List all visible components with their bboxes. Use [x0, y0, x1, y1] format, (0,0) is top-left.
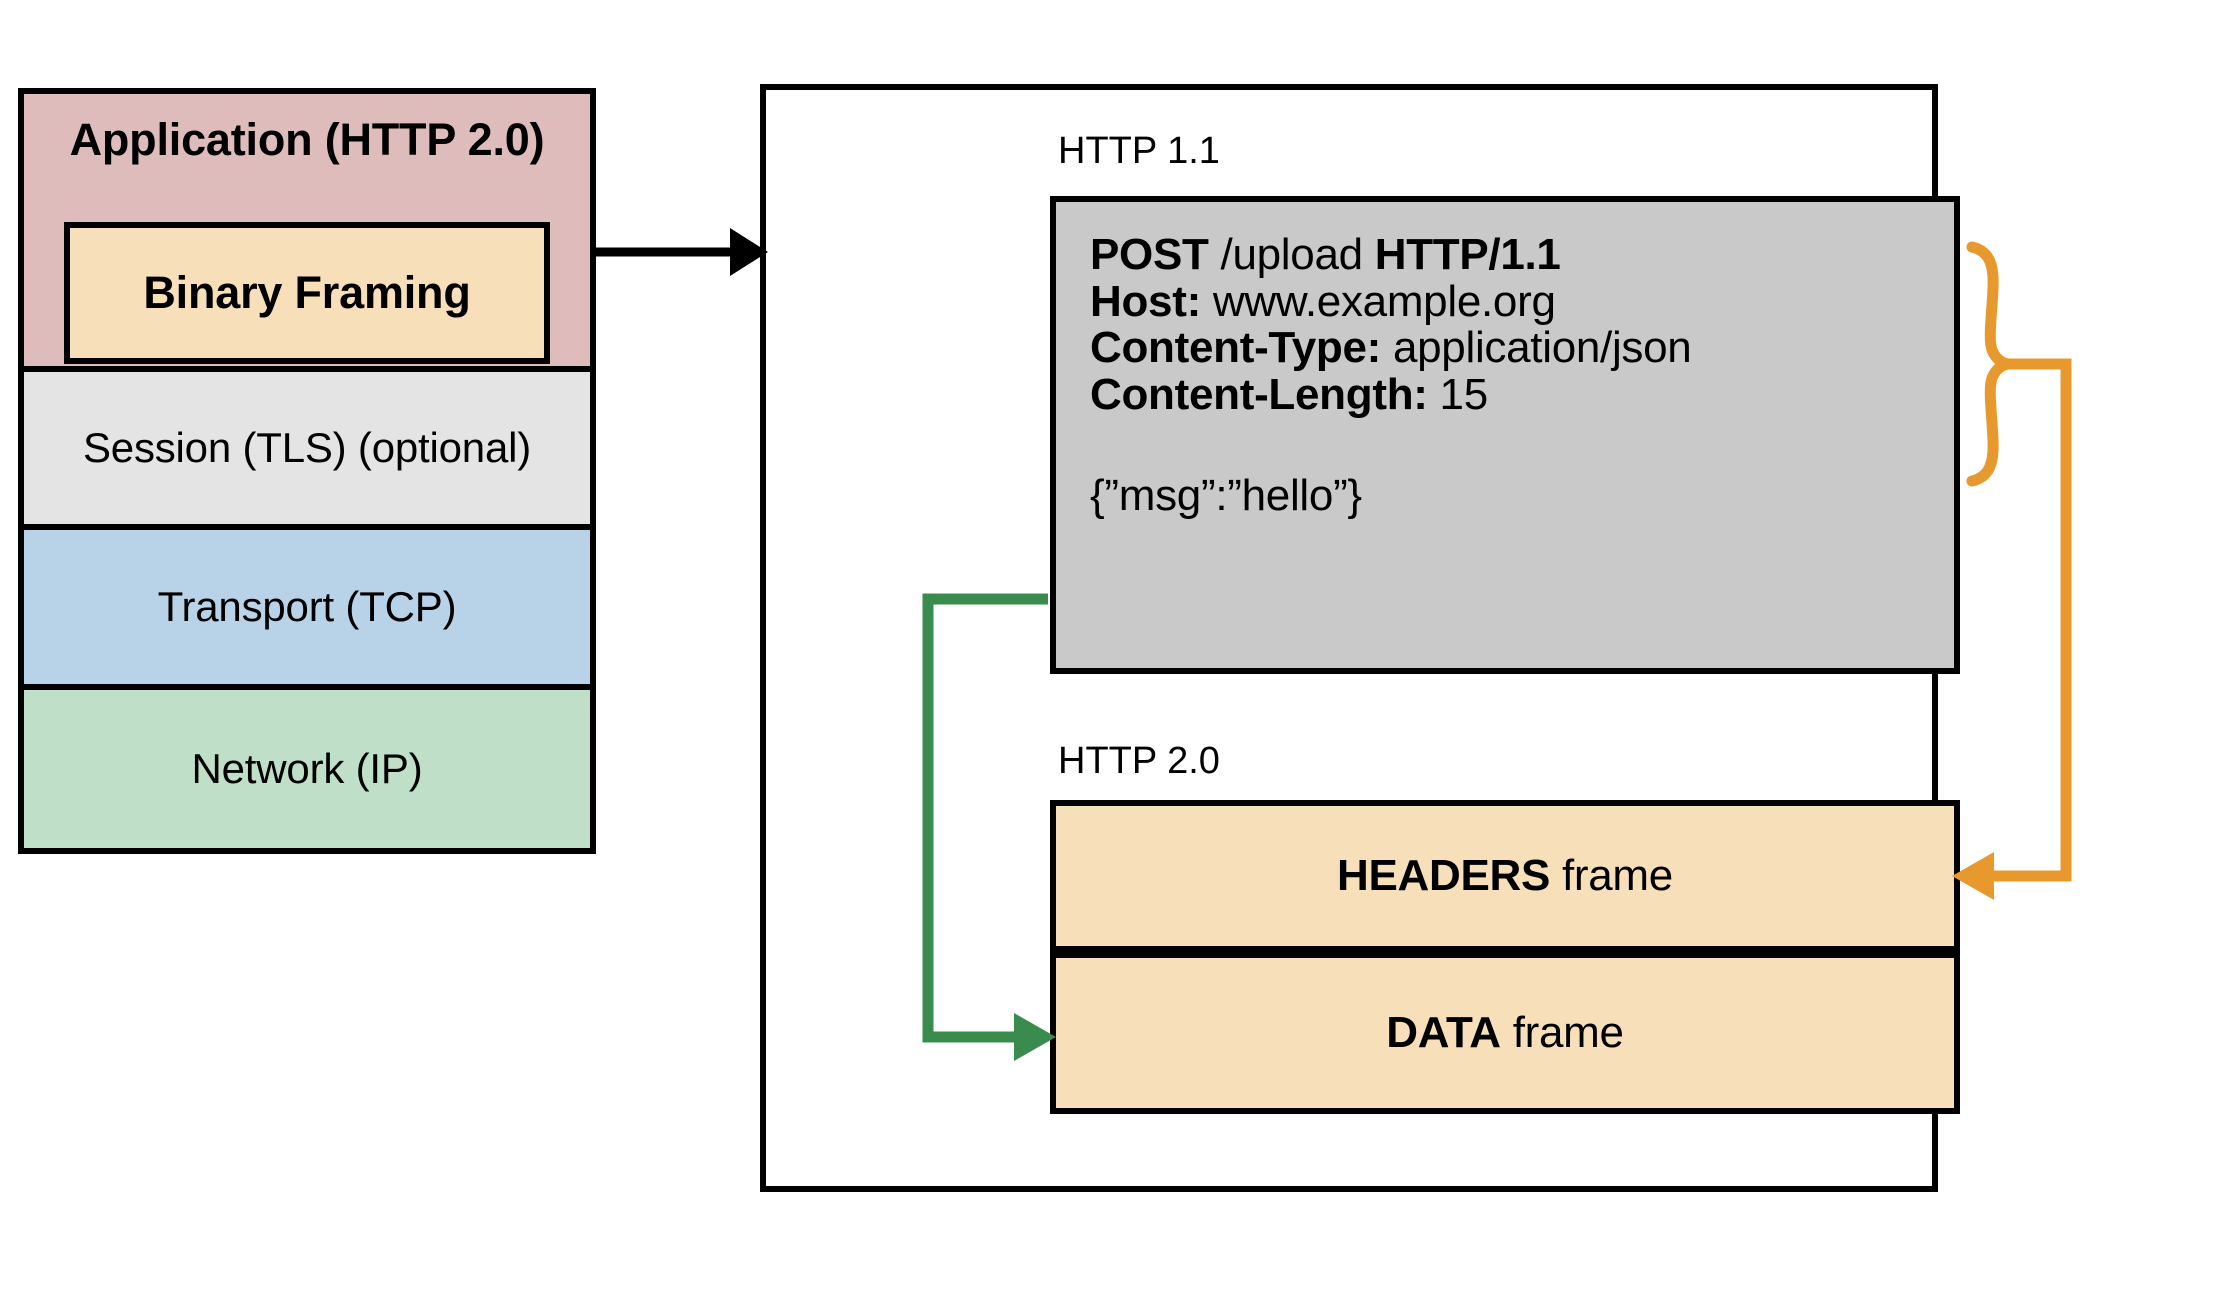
- headers-frame-label-bold: HEADERS: [1337, 851, 1551, 900]
- request-header-host: Host: www.example.org: [1090, 276, 1954, 326]
- stack-layer-network: Network (IP): [18, 684, 596, 854]
- http20-caption: HTTP 2.0: [1058, 740, 1220, 782]
- headers-frame-box: HEADERS frame: [1050, 800, 1960, 952]
- request-body: {”msg”:”hello”}: [1090, 470, 1362, 520]
- binary-framing-box: Binary Framing: [64, 222, 550, 364]
- stack-layer-network-label: Network (IP): [191, 744, 423, 792]
- stack-layer-transport-label: Transport (TCP): [157, 582, 457, 630]
- http11-request-box: POST /upload HTTP/1.1 Host: www.example.…: [1050, 196, 1960, 674]
- request-line-method-version: HTTP/1.1: [1374, 230, 1561, 279]
- request-header-content-type-value: application/json: [1381, 323, 1692, 373]
- request-line-method-path: /upload: [1208, 230, 1375, 279]
- stack-layer-transport: Transport (TCP): [18, 524, 596, 690]
- data-frame-label-rest: frame: [1500, 1008, 1624, 1057]
- request-line-method: POST /upload HTTP/1.1: [1090, 230, 1954, 279]
- headers-brace-icon: [1966, 241, 2014, 487]
- stack-layer-session: Session (TLS) (optional): [18, 366, 596, 530]
- request-header-content-type-name: Content-Type:: [1090, 323, 1382, 373]
- request-header-content-length: Content-Length: 15: [1090, 369, 1954, 419]
- data-frame-label: DATA frame: [1386, 1008, 1624, 1058]
- stack-layer-session-label: Session (TLS) (optional): [82, 423, 532, 471]
- request-header-host-name: Host:: [1090, 276, 1201, 326]
- stack-to-panel-arrow-icon: [596, 228, 768, 276]
- request-header-host-value: www.example.org: [1200, 276, 1556, 326]
- http11-caption: HTTP 1.1: [1058, 130, 1220, 172]
- data-frame-box: DATA frame: [1050, 952, 1960, 1114]
- request-header-content-length-value: 15: [1427, 369, 1489, 419]
- headers-frame-label-rest: frame: [1550, 851, 1673, 900]
- headers-to-frame-arrow-icon: [1952, 358, 2072, 900]
- binary-framing-label: Binary Framing: [143, 267, 471, 319]
- request-blank-line: [1090, 419, 1954, 471]
- request-header-content-type: Content-Type: application/json: [1090, 323, 1954, 373]
- request-header-content-length-name: Content-Length:: [1090, 369, 1428, 419]
- protocol-stack: Application (HTTP 2.0) Binary Framing Se…: [18, 88, 596, 988]
- stack-layer-application-label: Application (HTTP 2.0): [69, 114, 545, 165]
- headers-frame-label: HEADERS frame: [1337, 851, 1673, 901]
- request-line-method-bold: POST: [1090, 230, 1209, 279]
- data-frame-label-bold: DATA: [1386, 1008, 1501, 1057]
